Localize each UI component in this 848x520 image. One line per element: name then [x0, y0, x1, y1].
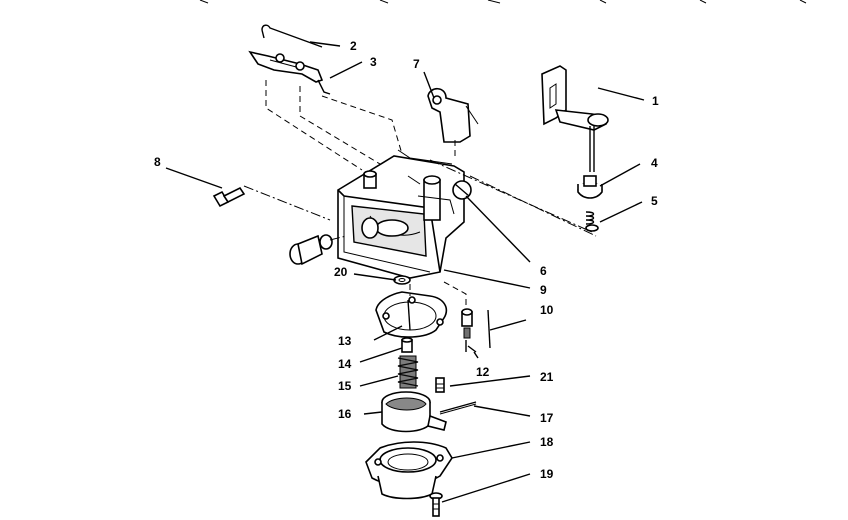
carburetor-body — [337, 149, 465, 279]
part-8-screw — [212, 185, 331, 221]
part-4-needle-seat — [577, 175, 603, 199]
part-21-plug — [435, 377, 445, 393]
label-15: 15 — [338, 379, 352, 393]
part-14-jet — [401, 337, 413, 353]
label-17: 17 — [540, 411, 554, 425]
fuel-inlet-fitting — [289, 234, 347, 266]
label-6: 6 — [540, 264, 547, 278]
part-13-gasket — [375, 291, 448, 338]
label-9: 9 — [540, 283, 547, 297]
part-1-lever-arm — [541, 65, 609, 172]
label-13: 13 — [338, 334, 352, 348]
label-5: 5 — [651, 194, 658, 208]
guide-lines-right — [429, 159, 597, 237]
leader-lines — [165, 41, 645, 503]
part-7-bracket — [427, 87, 479, 158]
guide-lines-top — [265, 80, 403, 177]
label-7: 7 — [413, 57, 420, 71]
part-5-spring — [585, 211, 599, 232]
label-20: 20 — [334, 265, 348, 279]
label-14: 14 — [338, 357, 352, 371]
label-10: 10 — [540, 303, 554, 317]
label-3: 3 — [370, 55, 377, 69]
part-2-rod — [261, 24, 323, 48]
part-10-needle-assembly — [443, 281, 527, 359]
label-18: 18 — [540, 435, 554, 449]
top-edge-marks — [199, 0, 807, 4]
label-1: 1 — [652, 94, 659, 108]
part-17-pin — [439, 401, 477, 415]
label-16: 16 — [338, 407, 352, 421]
part-20-washer — [393, 275, 411, 285]
label-2: 2 — [350, 39, 357, 53]
label-4: 4 — [651, 156, 658, 170]
label-21: 21 — [540, 370, 554, 384]
part-6-disc — [452, 180, 472, 200]
part-16-float — [381, 391, 447, 433]
part-18-float-bowl — [365, 441, 453, 500]
label-19: 19 — [540, 467, 554, 481]
label-8: 8 — [154, 155, 161, 169]
part-3-linkage — [248, 50, 331, 95]
part-15-spring — [397, 355, 419, 389]
part-19-screw — [429, 492, 443, 517]
label-12: 12 — [476, 365, 490, 379]
